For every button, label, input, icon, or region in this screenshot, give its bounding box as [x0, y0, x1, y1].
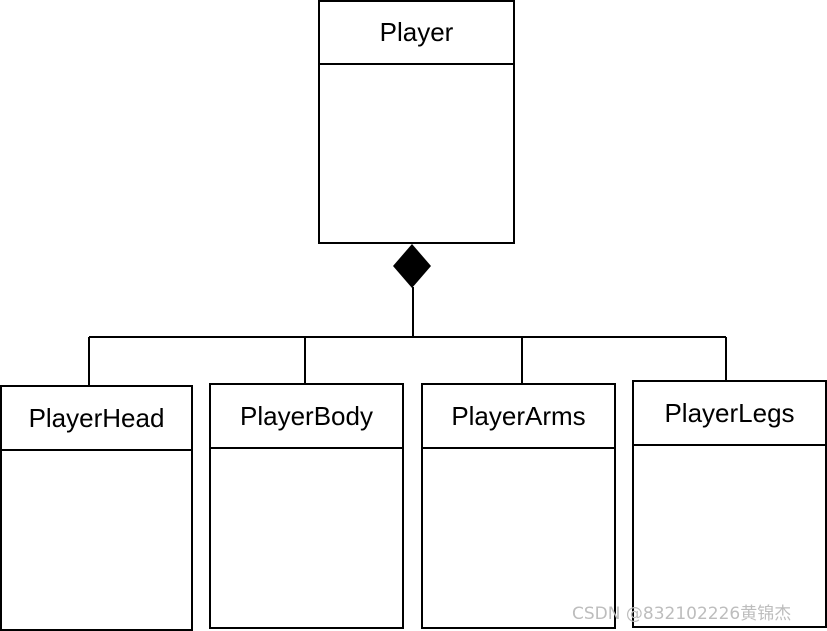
class-name-playerarms: PlayerArms [423, 385, 614, 449]
watermark-text: CSDN @832102226黄锦杰 [572, 604, 792, 624]
class-name-player: Player [320, 2, 513, 65]
class-box-player[interactable]: Player [318, 0, 515, 244]
class-name-playerhead: PlayerHead [2, 387, 191, 451]
class-box-playerhead[interactable]: PlayerHead [0, 385, 193, 631]
class-box-playerlegs[interactable]: PlayerLegs [632, 380, 827, 628]
class-box-playerarms[interactable]: PlayerArms [421, 383, 616, 629]
class-name-playerlegs: PlayerLegs [634, 382, 825, 446]
composition-diamond-icon [393, 244, 431, 288]
class-box-playerbody[interactable]: PlayerBody [209, 383, 404, 629]
class-name-playerbody: PlayerBody [211, 385, 402, 449]
